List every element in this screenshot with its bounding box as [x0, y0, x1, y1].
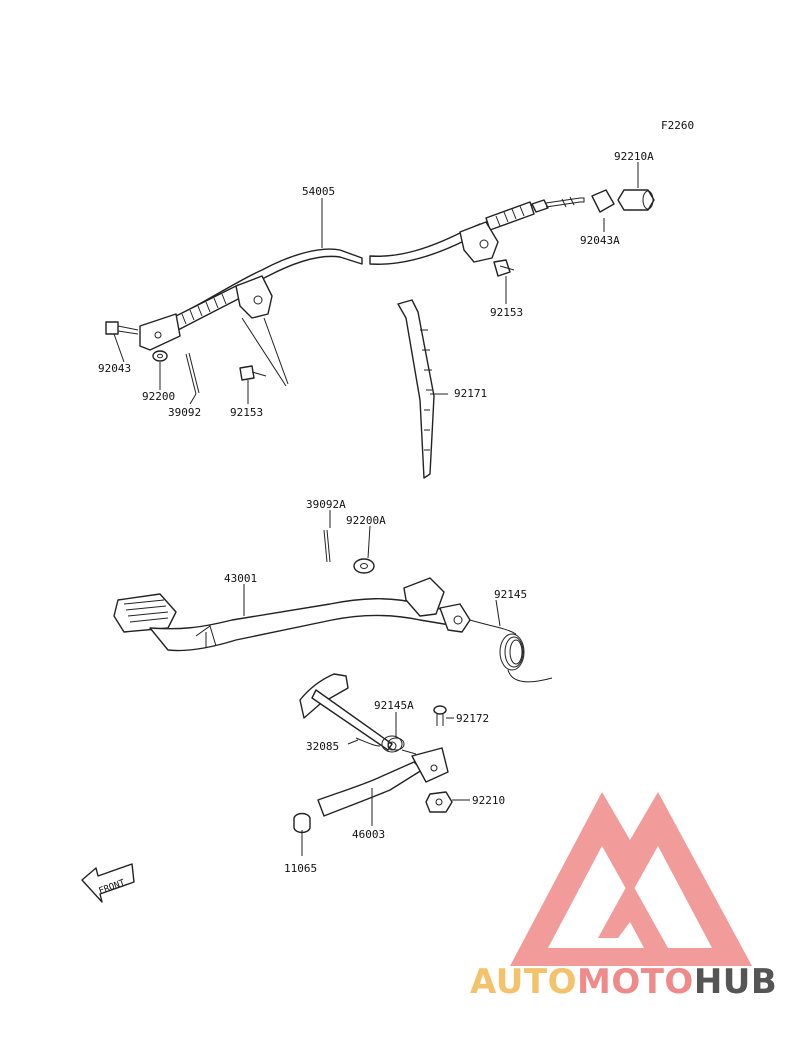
- watermark-auto: AUTO: [470, 962, 577, 1002]
- cap-11065: [293, 812, 311, 834]
- part-label-92153-lower: 92153: [230, 406, 263, 419]
- watermark-triangle-icon: [510, 792, 752, 966]
- part-label-92172: 92172: [456, 712, 489, 725]
- part-label-92145A: 92145A: [374, 699, 414, 712]
- part-label-92145: 92145: [494, 588, 527, 601]
- nut-92210: [425, 791, 453, 813]
- part-label-92153-upper: 92153: [490, 306, 523, 319]
- figure-id: F2260: [661, 119, 694, 132]
- brake-pedal-43001: [113, 577, 471, 652]
- part-label-92210A: 92210A: [614, 150, 654, 163]
- bolt-92043: [105, 321, 139, 335]
- part-label-92200: 92200: [142, 390, 175, 403]
- watermark-hub: HUB: [694, 962, 777, 1002]
- part-label-46003: 46003: [352, 828, 385, 841]
- part-label-92043A: 92043A: [580, 234, 620, 247]
- part-label-43001: 43001: [224, 572, 257, 585]
- brake-cable: [139, 196, 585, 351]
- spring-92145: [469, 619, 553, 683]
- part-label-39092: 39092: [168, 406, 201, 419]
- screw-92172: [433, 705, 447, 726]
- part-label-39092A: 39092A: [306, 498, 346, 511]
- front-arrow-icon: FRONT: [81, 863, 135, 903]
- part-label-32085: 32085: [306, 740, 339, 753]
- part-label-11065: 11065: [284, 862, 317, 875]
- watermark-logo: [510, 792, 752, 966]
- watermark-moto: MOTO: [577, 962, 694, 1002]
- bolt-92153-upper: [493, 259, 515, 277]
- washer-92200: [152, 350, 168, 362]
- cotter-pin-39092A: [323, 529, 331, 563]
- collar-92043A: [591, 189, 615, 213]
- lever-46003: [317, 747, 449, 817]
- part-label-92171: 92171: [454, 387, 487, 400]
- part-label-92043: 92043: [98, 362, 131, 375]
- watermark-brand: AUTOMOTOHUB: [470, 962, 777, 1002]
- washer-92200A: [353, 558, 375, 574]
- part-label-92210: 92210: [472, 794, 505, 807]
- nut-92210A: [617, 189, 655, 211]
- part-label-54005: 54005: [302, 185, 335, 198]
- bolt-92153-lower: [239, 365, 267, 381]
- part-label-92200A: 92200A: [346, 514, 386, 527]
- cotter-pin-39092: [185, 352, 200, 395]
- shaft-32085: [299, 673, 397, 751]
- cable-tie-92171: [397, 299, 435, 479]
